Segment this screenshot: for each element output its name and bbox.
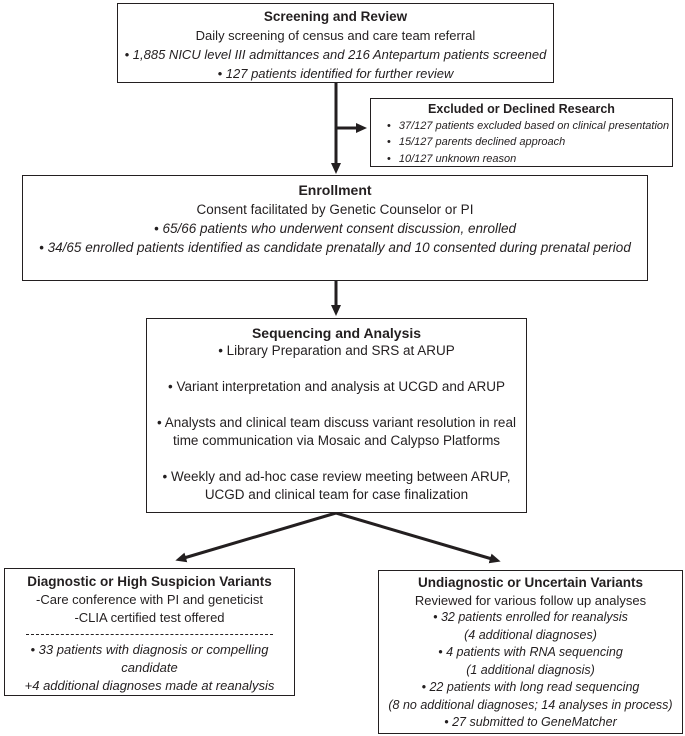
undiagnostic-note: (1 additional diagnosis)	[466, 662, 595, 677]
enrollment-subtitle: Consent facilitated by Genetic Counselor…	[196, 202, 474, 217]
diagnostic-footnote: +4 additional diagnoses made at reanalys…	[24, 678, 275, 693]
diagnostic-box: Diagnostic or High Suspicion Variants -C…	[4, 568, 295, 696]
screening-bullet: 127 patients identified for further revi…	[118, 64, 553, 83]
undiagnostic-note: (4 additional diagnoses)	[464, 627, 597, 642]
sequencing-bullet: Weekly and ad-hoc case review meeting be…	[150, 468, 523, 504]
undiagnostic-bullet: 22 patients with long read sequencing	[382, 679, 679, 697]
undiagnostic-bullet: 27 submitted to GeneMatcher	[382, 714, 679, 732]
diagnostic-bullet: 33 patients with diagnosis or compelling…	[9, 641, 290, 677]
enrollment-bullet: 65/66 patients who underwent consent dis…	[23, 219, 647, 238]
diagnostic-title: Diagnostic or High Suspicion Variants	[27, 574, 272, 589]
undiagnostic-note: (8 no additional diagnoses; 14 analyses …	[388, 697, 673, 712]
excluded-bullet: 37/127 patients excluded based on clinic…	[371, 118, 672, 135]
undiagnostic-subtitle: Reviewed for various follow up analyses	[414, 592, 647, 608]
screening-subtitle: Daily screening of census and care team …	[195, 28, 476, 43]
sequencing-bullet: Library Preparation and SRS at ARUP	[150, 342, 523, 360]
undiagnostic-box: Undiagnostic or Uncertain Variants Revie…	[378, 570, 683, 734]
screening-bullet: 1,885 NICU level III admittances and 216…	[118, 45, 553, 64]
sequencing-bullet: Analysts and clinical team discuss varia…	[150, 414, 523, 450]
sequencing-bullet: Variant interpretation and analysis at U…	[150, 378, 523, 396]
sequencing-title: Sequencing and Analysis	[251, 325, 422, 341]
screening-title: Screening and Review	[263, 9, 408, 24]
enrollment-bullet: 34/65 enrolled patients identified as ca…	[23, 238, 647, 257]
arrow-sequencing-to-undiagnostic	[335, 511, 501, 564]
undiagnostic-bullet: 4 patients with RNA sequencing	[382, 644, 679, 662]
diagnostic-line: -Care conference with PI and geneticist	[36, 592, 263, 607]
undiagnostic-bullet: 32 patients enrolled for reanalysis	[382, 609, 679, 627]
diagnostic-line: -CLIA certified test offered	[74, 610, 225, 625]
enrollment-box: Enrollment Consent facilitated by Geneti…	[22, 175, 648, 281]
excluded-bullet: 15/127 parents declined approach	[371, 134, 672, 151]
sequencing-box: Sequencing and Analysis Library Preparat…	[146, 318, 527, 513]
undiagnostic-title: Undiagnostic or Uncertain Variants	[417, 575, 644, 590]
enrollment-title: Enrollment	[298, 182, 372, 198]
arrow-sequencing-to-diagnostic	[175, 511, 337, 563]
excluded-title: Excluded or Declined Research	[428, 102, 615, 116]
excluded-bullet: 10/127 unknown reason	[371, 151, 672, 168]
dashed-separator	[25, 634, 274, 635]
screening-box: Screening and Review Daily screening of …	[117, 3, 554, 83]
excluded-box: Excluded or Declined Research 37/127 pat…	[370, 98, 673, 167]
